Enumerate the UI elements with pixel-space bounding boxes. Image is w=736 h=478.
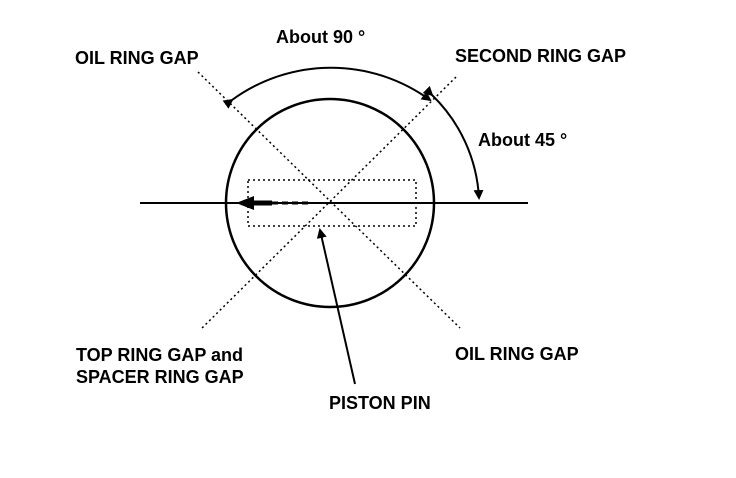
about-45-label: About 45 ° bbox=[478, 130, 568, 150]
second-ring-gap-label: SECOND RING GAP bbox=[455, 46, 627, 66]
oil-ring-gap-top-label: OIL RING GAP bbox=[75, 48, 199, 68]
top-ring-gap-label: TOP RING GAP and SPACER RING GAP bbox=[76, 344, 244, 388]
direction-arrow-icon bbox=[236, 196, 310, 210]
about-90-arc bbox=[222, 66, 432, 109]
top-ring-gap-line2: SPACER RING GAP bbox=[76, 367, 244, 387]
piston-pin-leader bbox=[316, 228, 356, 385]
oil-ring-gap-bottom-label: OIL RING GAP bbox=[455, 344, 579, 364]
diagonal-line-nw-se bbox=[197, 71, 461, 329]
piston-pin-label: PISTON PIN bbox=[329, 393, 431, 413]
top-ring-gap-line1: TOP RING GAP and bbox=[76, 345, 244, 365]
about-90-label: About 90 ° bbox=[276, 27, 366, 47]
about-45-arc bbox=[422, 85, 484, 200]
